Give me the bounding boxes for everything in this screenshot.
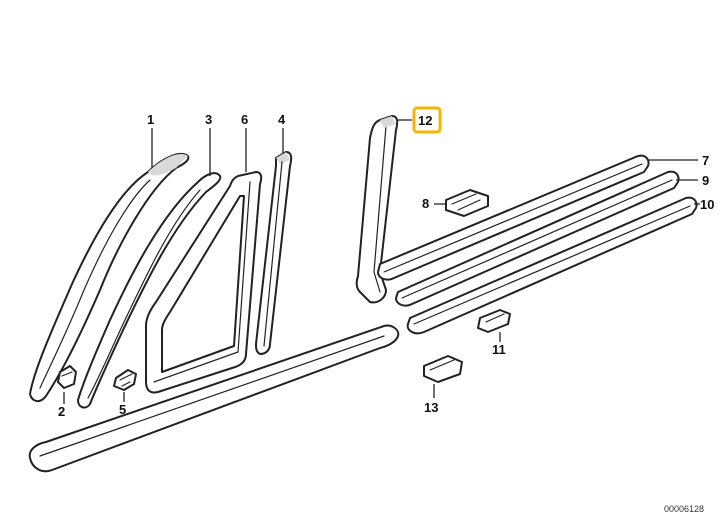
part-9-sill-strip (395, 170, 680, 307)
part-3-trim (77, 172, 222, 409)
part-4-strip (255, 151, 293, 355)
part-6-frame (145, 171, 263, 394)
callout-12: 12 (418, 113, 432, 128)
leader-lines (63, 119, 700, 404)
part-1-trim (29, 153, 190, 402)
callout-3: 3 (205, 112, 212, 127)
part-13-clip (423, 355, 463, 383)
part-8-clip (445, 189, 489, 217)
part-5-clip (113, 369, 137, 391)
part-2-clip (57, 365, 77, 389)
callout-10: 10 (700, 197, 714, 212)
callout-1: 1 (147, 112, 154, 127)
part-7-sill-strip (377, 154, 650, 281)
part-12-pillar-strip (355, 115, 399, 304)
callout-2: 2 (58, 404, 65, 419)
part-10-sill-strip (406, 196, 698, 335)
callout-11: 11 (492, 342, 506, 357)
rocker-strip (28, 324, 400, 473)
callout-4: 4 (278, 112, 286, 127)
callout-7: 7 (702, 153, 709, 168)
reference-code: 00006128 (664, 504, 704, 514)
callout-13: 13 (424, 400, 438, 415)
highlight-box-part-12 (412, 106, 442, 134)
callouts: 1 3 6 4 2 5 12 7 9 10 8 11 13 (58, 112, 714, 419)
callout-5: 5 (119, 402, 126, 417)
callout-8: 8 (422, 196, 429, 211)
part-11-clip (477, 309, 511, 333)
callout-6: 6 (241, 112, 248, 127)
callout-9: 9 (702, 173, 709, 188)
